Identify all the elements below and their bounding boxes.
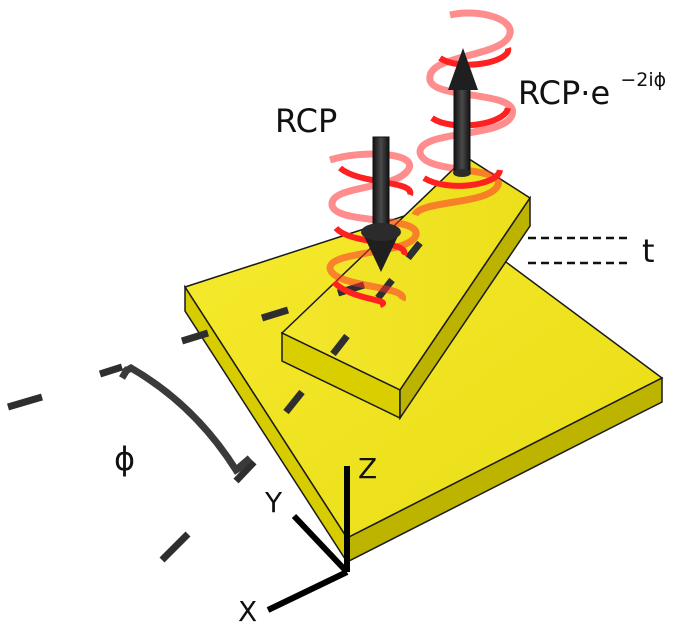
outgoing-helix-front [422,47,511,189]
thickness-label: t [642,232,655,270]
rotated-bar [280,156,532,421]
angle-label: ϕ [114,440,135,478]
outgoing-helix [411,9,516,218]
angle-bracket [118,363,253,475]
z-axis-label: Z [358,452,377,485]
rcp-out-base: RCP·e [518,74,610,112]
incoming-arrow [361,136,401,272]
y-axis-line [291,513,350,575]
rcp-out-label: RCP·e −2iϕ [518,69,666,112]
bar-right-face [399,195,531,421]
thickness-marker [528,236,628,265]
x-axis-label: X [238,595,257,628]
coordinate-axes [266,466,350,613]
rcp-in-label: RCP [275,102,337,140]
x-axis-line [266,569,349,613]
outgoing-arrow [448,48,478,177]
rcp-out-exponent: −2iϕ [620,69,666,91]
y-axis-label: Y [264,486,283,519]
